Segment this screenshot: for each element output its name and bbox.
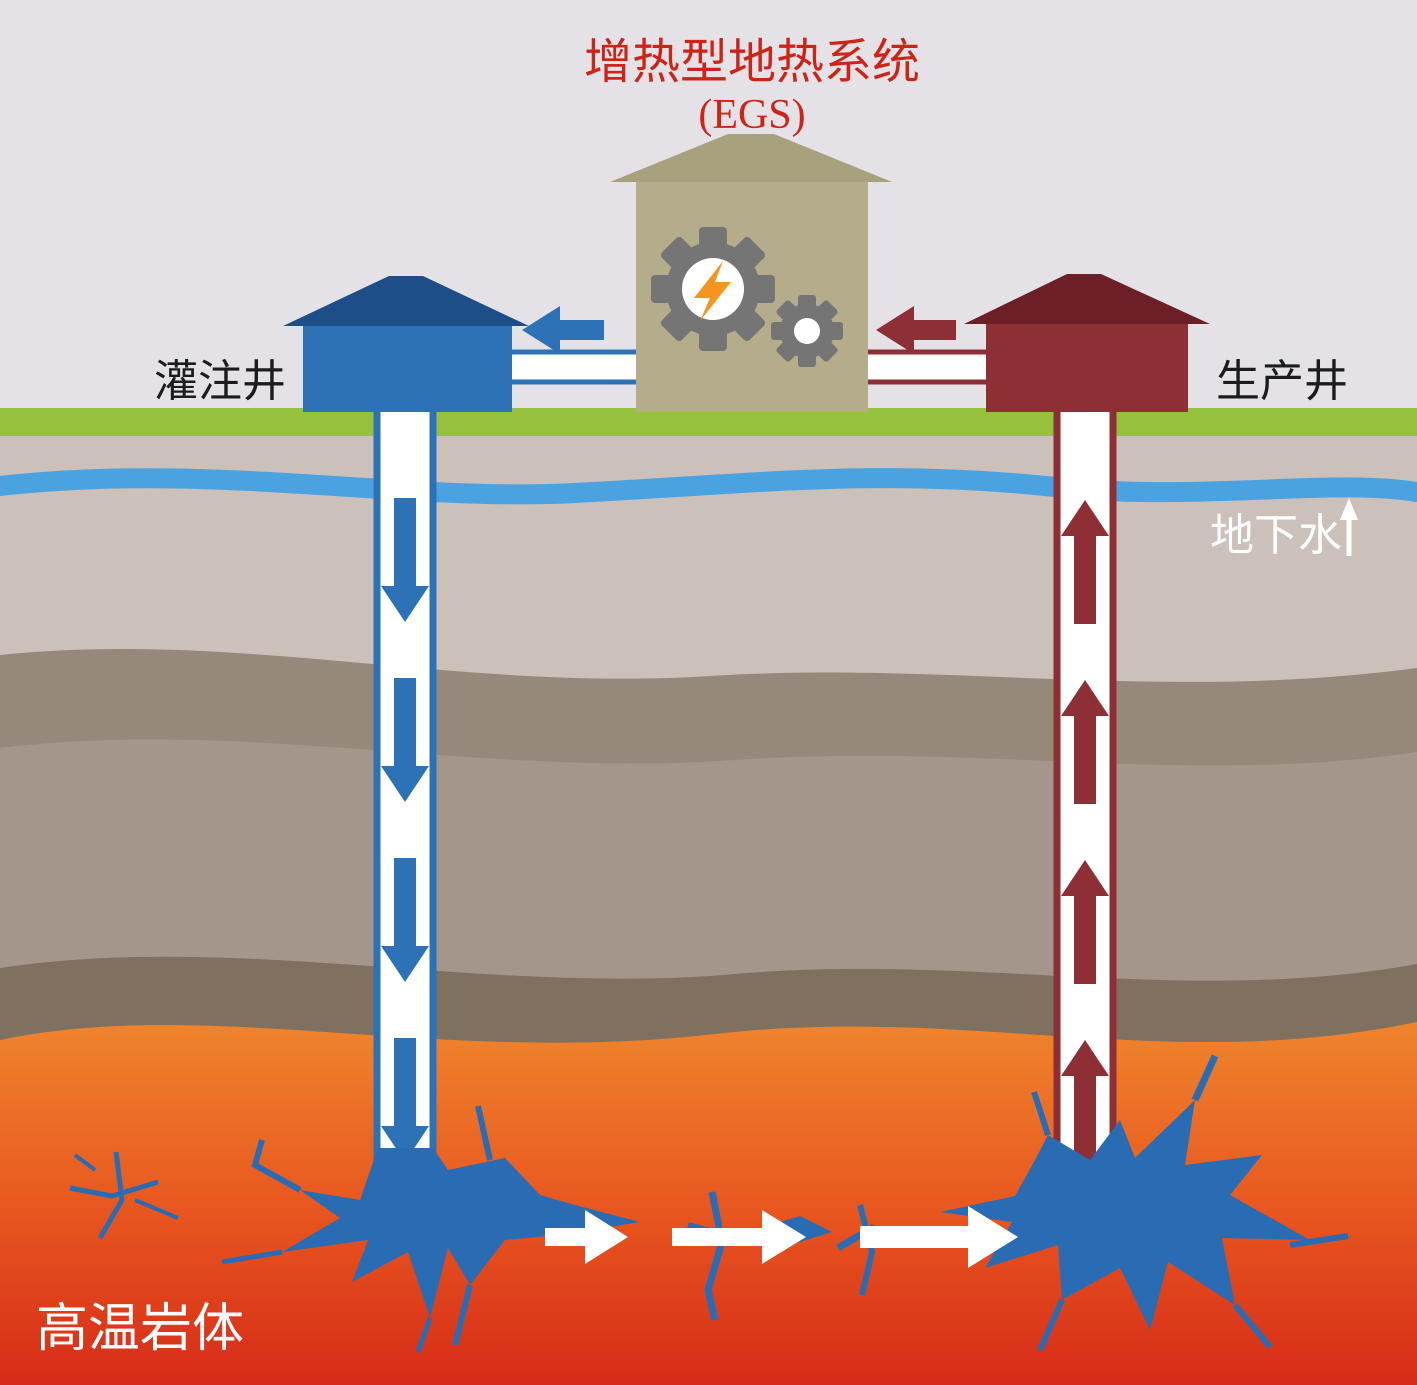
down-arrow-icon — [381, 858, 429, 982]
plant-roof — [610, 134, 892, 182]
fracture-network-left — [221, 1105, 640, 1353]
fracture-crack — [1037, 1298, 1065, 1352]
fracture-crack — [251, 1139, 302, 1193]
fracture-network-right — [940, 1054, 1349, 1352]
left-arrow-icon — [522, 306, 604, 354]
up-arrow-icon — [1061, 680, 1109, 804]
fracture-crack — [1031, 1091, 1051, 1136]
fracture-crack — [69, 1179, 159, 1199]
hot-rock-label: 高温岩体 — [36, 1301, 244, 1358]
fracture-crack — [452, 1284, 473, 1346]
production-wellhead-building — [964, 274, 1210, 412]
fracture-crack — [1289, 1233, 1349, 1248]
injection-pipe — [505, 349, 645, 385]
fracture-crack — [221, 1249, 283, 1265]
down-arrow-icon — [381, 678, 429, 802]
deep-flow-arrows — [545, 1206, 1018, 1268]
fracture-crack — [73, 1153, 97, 1172]
gear-hub — [794, 318, 820, 344]
fracture-crack — [475, 1105, 493, 1161]
fracture-crack — [415, 1317, 433, 1353]
production-building-roof — [964, 274, 1210, 324]
injection-building-roof — [283, 276, 529, 326]
fracture-crack — [857, 1204, 876, 1296]
fracture-crack — [704, 1191, 726, 1321]
production-building-wall — [986, 322, 1188, 412]
down-arrow-icon — [381, 1038, 429, 1162]
fracture-network-farleft — [69, 1151, 179, 1240]
fracture-crack — [1191, 1054, 1219, 1102]
fracture-blob — [940, 1100, 1310, 1330]
injection-well-label: 灌注井 — [154, 357, 286, 406]
injection-building-wall — [303, 324, 512, 412]
groundwater-label: 地下水 — [1210, 511, 1342, 560]
fracture-crack — [134, 1198, 179, 1220]
fracture-crack — [1232, 1303, 1273, 1349]
right-arrow-icon — [672, 1210, 806, 1264]
groundwater-band — [0, 468, 1417, 505]
grass-strip — [0, 408, 1417, 436]
production-flow-up-arrows — [1061, 500, 1109, 1164]
diagram-title-line1: 增热型地热系统 — [584, 36, 920, 89]
power-plant-building — [610, 134, 892, 412]
up-arrow-icon — [1061, 1040, 1109, 1164]
up-arrow-icon — [1061, 860, 1109, 984]
fracture-crack — [97, 1151, 125, 1240]
left-arrow-icon — [876, 306, 956, 354]
up-arrow-icon — [1061, 500, 1109, 624]
down-arrow-icon — [381, 498, 429, 622]
production-pipe — [859, 349, 995, 385]
fracture-blob — [282, 1148, 640, 1318]
right-arrow-icon — [545, 1210, 628, 1264]
right-arrow-icon — [860, 1206, 1018, 1268]
fracture-sliver — [770, 1216, 832, 1242]
lightning-bolt-icon — [694, 261, 731, 321]
injection-wellhead-building — [283, 276, 529, 412]
injection-flow-down-arrows — [381, 498, 429, 1162]
production-well-label: 生产井 — [1216, 357, 1348, 406]
diagram-title-line2: (EGS) — [698, 92, 805, 138]
groundwater-up-arrow — [1340, 498, 1358, 556]
groundwater-arrow-head — [1340, 498, 1358, 520]
